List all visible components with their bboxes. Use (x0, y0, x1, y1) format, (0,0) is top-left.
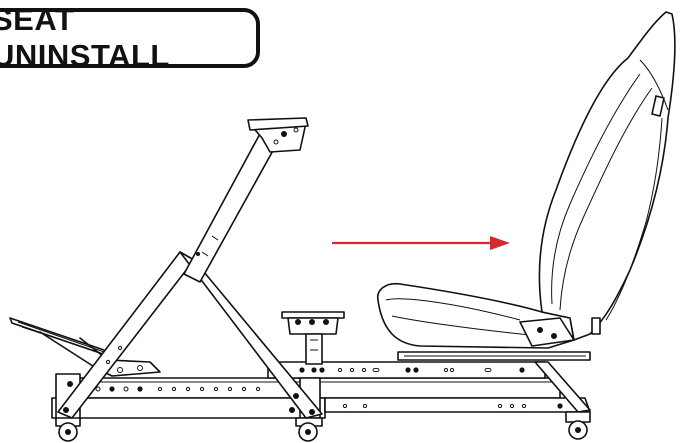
caster-front-left (58, 422, 78, 442)
caster-middle (298, 422, 318, 442)
shifter-mount (281, 311, 345, 365)
title-badge: SEAT UNINSTALL (0, 2, 260, 73)
base-frame (51, 361, 591, 427)
page-title: SEAT UNINSTALL (0, 2, 170, 73)
arrow-right-icon (332, 236, 510, 250)
steering-mast (183, 117, 309, 283)
racing-seat (376, 11, 676, 361)
caster-rear (568, 420, 588, 440)
front-a-frame (57, 251, 323, 419)
pedal-plate (9, 317, 161, 377)
